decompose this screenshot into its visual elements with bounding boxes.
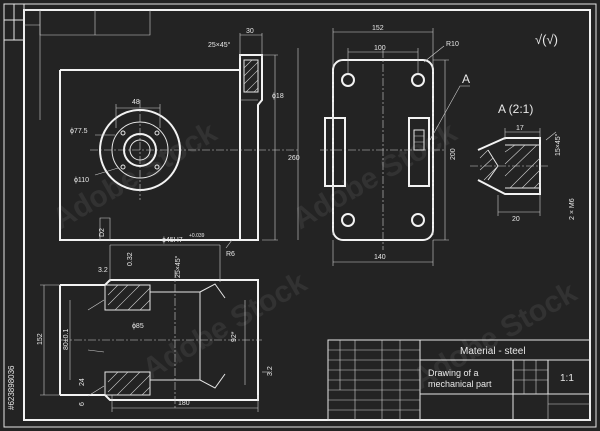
dim-180: 180 [178,400,190,407]
dim-r6: R6 [226,251,235,258]
corner-box [4,3,25,41]
inner-frame [23,9,591,421]
dim-20: 20 [512,216,520,223]
dim-30: 30 [246,28,254,35]
dim-roughness-2: 3.2 [267,366,274,376]
dim-17: 17 [516,125,524,132]
drawing-name-line1: Drawing of a [428,368,479,378]
detail-view: A (2:1) 17 15×45° 20 2 × M6 [470,102,576,223]
dim-tolerance: +0.039 [189,233,205,239]
front-view: 152 100 R10 200 140 A [320,25,470,266]
dim-200: 200 [450,148,457,160]
dim-d45h7: ϕ45H7 [162,237,183,244]
dim-48: 48 [132,99,140,106]
roughness-symbol: √(√) [535,32,558,47]
dim-d85: ϕ85 [132,323,144,330]
top-view: 30 25×45° 48 ϕ77.5 ϕ110 ϕ18 260 R6 [59,28,300,258]
drawing-name-line2: mechanical part [428,379,492,389]
dim-r10: R10 [446,41,459,48]
dim-152: 152 [372,25,384,32]
dim-80: 80±0.1 [63,329,70,350]
dim-032: 0.32 [127,252,134,266]
watermark-text-4: Adobe Stock [407,276,583,396]
side-section: D2 ϕ45H7 +0.039 0.32 25×45° 3.2 ϕ85 80±0… [37,217,274,412]
dim-152-side: 152 [37,333,44,345]
dim-thread: 2 × M6 [569,198,576,220]
watermark-id: #623898036 [7,365,16,410]
outer-frame [3,3,597,428]
dim-roughness-1: 3.2 [98,267,108,274]
scale-label: 1:1 [560,373,574,384]
dim-chamfer-detail: 15×45° [554,133,562,156]
title-block: Material - steel Drawing of a mechanical… [327,339,591,421]
dim-6: 6 [79,402,86,406]
dim-100: 100 [374,45,386,52]
dim-d110: ϕ110 [74,177,89,184]
dim-datum: D2 [99,228,106,237]
watermark-text-2: Adobe Stock [287,116,463,236]
material-label: Material - steel [460,346,526,357]
dim-92: 92* [231,331,238,342]
watermark-text-3: Adobe Stock [137,266,313,386]
section-marker: A [462,72,470,86]
dim-chamfer-section: 25×45° [174,255,182,278]
detail-title: A (2:1) [498,102,533,116]
dim-260: 260 [288,155,300,162]
dim-140: 140 [374,254,386,261]
dim-24: 24 [79,378,86,386]
dim-d77: ϕ77.5 [70,128,88,135]
dim-d18: ϕ18 [272,93,284,100]
dim-chamfer-top: 25×45° [208,41,231,49]
